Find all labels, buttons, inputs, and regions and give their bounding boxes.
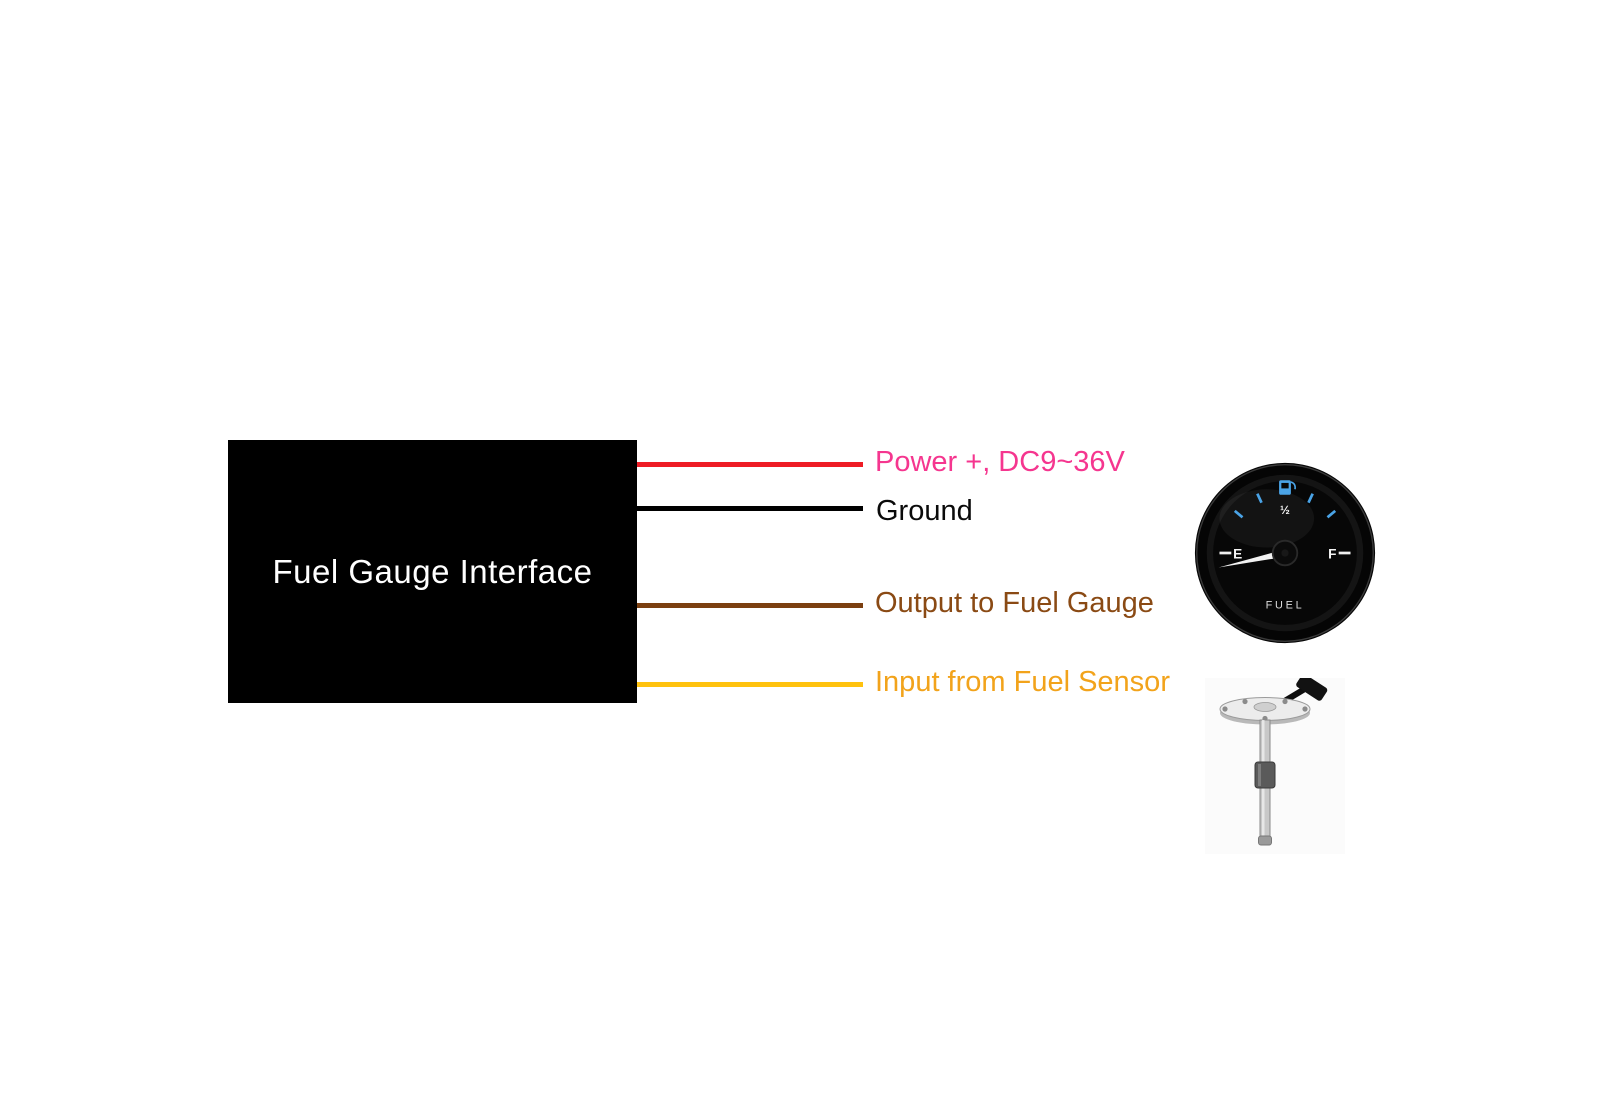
sensor-screw-hole bbox=[1222, 706, 1228, 712]
gauge-brand-label: FUEL bbox=[1266, 600, 1305, 612]
gauge-tick bbox=[1233, 509, 1244, 519]
gauge-label-half: ½ bbox=[1280, 503, 1290, 517]
gauge-tick bbox=[1307, 493, 1314, 504]
fuel-pump-icon bbox=[1279, 480, 1296, 495]
sensor-flange-boss bbox=[1253, 702, 1277, 712]
sensor-screw-hole bbox=[1302, 706, 1308, 712]
fuel-gauge-image: E F ½ FUEL bbox=[1194, 462, 1376, 644]
sensor-screw-hole bbox=[1282, 698, 1288, 705]
wire-label-output: Output to Fuel Gauge bbox=[875, 587, 1154, 619]
wire-label-input: Input from Fuel Sensor bbox=[875, 666, 1170, 698]
wire-output bbox=[637, 603, 863, 608]
fuel-gauge-interface-label: Fuel Gauge Interface bbox=[272, 552, 593, 590]
gauge-hub-center bbox=[1281, 549, 1289, 557]
fuel-gauge-interface-box: Fuel Gauge Interface bbox=[228, 440, 637, 703]
gauge-tick bbox=[1326, 509, 1337, 519]
sensor-screw-hole bbox=[1242, 698, 1248, 705]
gauge-tick bbox=[1256, 493, 1263, 504]
fuel-sensor-image bbox=[1205, 678, 1345, 854]
gauge-bezel-highlight bbox=[1196, 464, 1374, 642]
wire-ground bbox=[637, 506, 863, 511]
sensor-connector bbox=[1296, 678, 1328, 701]
wire-label-power: Power +, DC9~36V bbox=[875, 446, 1125, 478]
gauge-glass-highlight bbox=[1219, 489, 1315, 548]
sensor-bottom-cap bbox=[1258, 835, 1272, 846]
wire-power bbox=[637, 462, 863, 467]
wire-label-ground: Ground bbox=[876, 495, 973, 527]
gauge-label-empty: E bbox=[1233, 546, 1242, 561]
wire-input bbox=[637, 682, 863, 687]
gauge-label-full: F bbox=[1328, 546, 1336, 561]
sensor-float-highlight bbox=[1258, 764, 1261, 786]
